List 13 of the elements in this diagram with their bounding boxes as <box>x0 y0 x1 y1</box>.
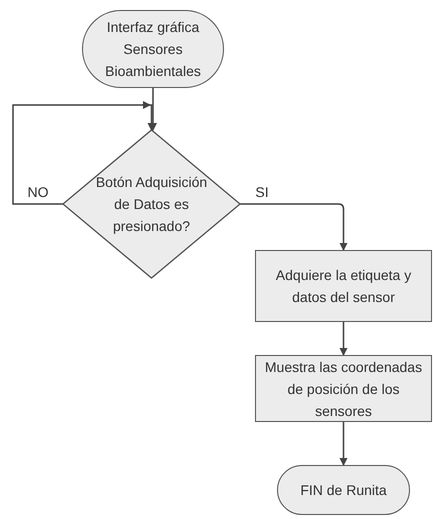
decision-text: Botón Adquisición de Datos es presionado? <box>94 173 208 236</box>
process-box <box>255 355 432 422</box>
arrow <box>340 422 348 466</box>
node-text: Adquiere la etiqueta y datos del sensor <box>274 266 412 307</box>
arrow <box>12 104 156 205</box>
node-text: Muestra las coordenadas de posición de los sensores <box>264 358 424 420</box>
decision-diamond <box>62 129 242 279</box>
process-box <box>255 250 432 322</box>
arrow <box>340 322 348 356</box>
node-text: FIN de Runita <box>300 481 387 500</box>
terminal-box <box>277 465 410 515</box>
node-text: Interfaz gráfica Sensores Bioambientales <box>104 18 202 81</box>
arrow <box>240 203 348 251</box>
